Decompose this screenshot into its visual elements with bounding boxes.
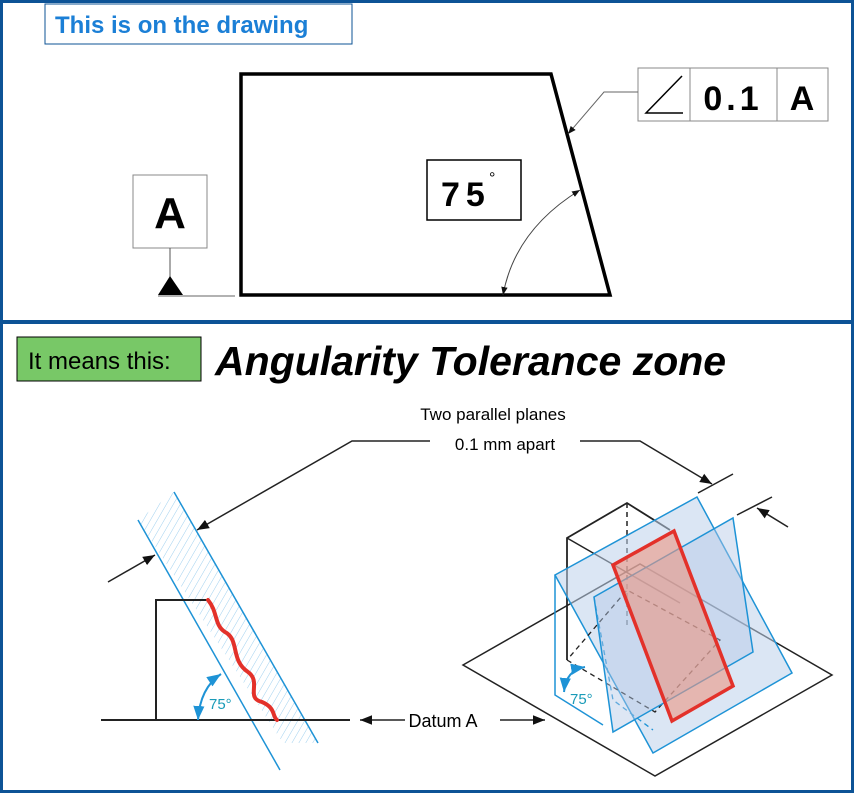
zone-note-line1: Two parallel planes <box>420 405 566 424</box>
zone-width-arrow <box>107 554 156 583</box>
bottom-panel: It means this: Angularity Tolerance zone… <box>16 336 834 777</box>
angle-label-left: 75° <box>209 696 232 713</box>
zone-plane-line-lower <box>137 519 281 771</box>
dimension-extension-2 <box>736 496 773 516</box>
datum-letter: A <box>154 189 186 238</box>
zone-leader-left <box>196 440 430 531</box>
angularity-icon <box>644 75 683 114</box>
fcf-leader <box>567 91 638 135</box>
datum-triangle-icon <box>158 276 183 295</box>
tolerance-zone-3d: 75° <box>461 473 834 777</box>
meaning-caption-box <box>16 336 202 382</box>
part-profile <box>239 72 613 297</box>
actual-surface-3d <box>610 528 736 724</box>
fcf-tolerance: 0.1 <box>703 80 762 118</box>
zone-plane-line-upper <box>173 491 319 744</box>
reference-plane-edge <box>554 575 604 726</box>
drawing-caption: This is on the drawing <box>55 12 308 39</box>
angle-label-right: 75° <box>570 691 593 708</box>
angle-arc-right <box>559 663 586 693</box>
datum-a-label: Datum A <box>408 711 477 731</box>
part-outline <box>155 599 208 720</box>
dimension-extension-1 <box>697 473 734 494</box>
angle-arc-left <box>193 673 222 721</box>
zone-leader-right <box>580 440 713 485</box>
tolerance-zone-2d: 75° Datum A <box>101 491 545 771</box>
datum-box <box>132 174 208 249</box>
fcf-datum: A <box>790 80 815 118</box>
angle-dimension-value: 75 <box>441 176 491 214</box>
zone-note-line2: 0.1 mm apart <box>455 435 555 454</box>
drawing-caption-box <box>44 3 353 45</box>
tolerance-zone-band <box>138 492 318 743</box>
part-box-outline <box>566 501 671 660</box>
meaning-caption: It means this: <box>28 348 171 375</box>
feature-control-frame: 0.1 A <box>637 67 829 122</box>
top-panel: This is on the drawing A 75 ° 0.1 A <box>44 3 829 297</box>
hidden-plane-edge <box>593 596 654 731</box>
hidden-edges-base <box>566 589 722 713</box>
actual-surface <box>206 598 279 722</box>
degree-symbol: ° <box>489 170 495 187</box>
zone-width-arrow-3d <box>756 507 789 528</box>
angle-dimension-arc <box>501 189 581 296</box>
section-title: Angularity Tolerance zone <box>214 338 726 384</box>
